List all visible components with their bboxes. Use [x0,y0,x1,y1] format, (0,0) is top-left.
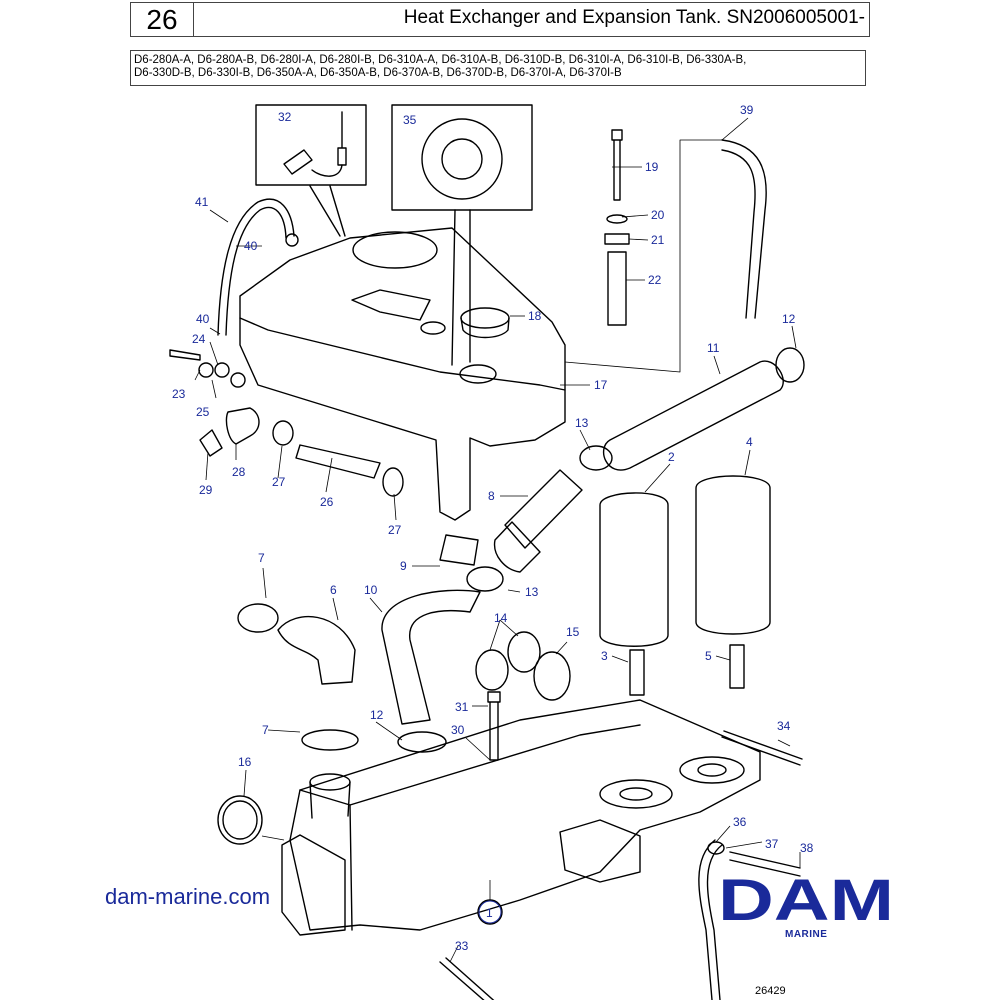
inset-box-sensor [255,104,367,186]
callout-30: 30 [451,723,465,737]
callout-13a: 13 [575,416,589,430]
hose-10 [381,589,481,725]
callout-41: 41 [195,195,209,209]
filler-cap [460,307,510,329]
callout-13b: 13 [525,585,539,599]
callout-7b: 7 [262,723,269,737]
callout-10: 10 [364,583,378,597]
callout-15: 15 [566,625,580,639]
bolt-23 [169,349,201,361]
callout-12b: 12 [370,708,384,722]
hose-41 [217,198,295,336]
callout-19: 19 [645,160,659,174]
callout-21: 21 [651,233,665,247]
filler-cap-face [421,118,503,200]
model-list-line-2: D6-330D-B, D6-330I-B, D6-350A-A, D6-350A… [134,67,622,79]
callout-28: 28 [232,465,246,479]
website-text: dam-marine.com [105,884,271,909]
sensor-part [337,111,347,166]
callout-40b: 40 [196,312,210,326]
callout-12a: 12 [782,312,796,326]
hose-11 [602,360,784,471]
zinc-tube-4 [695,475,771,635]
callout-39: 39 [740,103,754,117]
callout-40a: 40 [244,239,258,253]
o-ring-16 [217,795,263,845]
page-title: Heat Exchanger and Expansion Tank. SN200… [403,7,865,28]
callout-1-ring [478,900,502,924]
callout-26: 26 [320,495,334,509]
page-header: 26 Heat Exchanger and Expansion Tank. SN… [130,2,870,37]
callout-20: 20 [651,208,665,222]
callout-25: 25 [196,405,210,419]
callout-8: 8 [488,489,495,503]
callout-27b: 27 [388,523,402,537]
callout-33: 33 [455,939,469,953]
callout-18: 18 [528,309,542,323]
hose-39 [721,139,767,319]
callout-38: 38 [800,841,814,855]
callout-29: 29 [199,483,213,497]
dam-logo: DAM [718,872,894,928]
pipe-8 [504,469,583,549]
callout-27a: 27 [272,475,286,489]
model-list-line-1: D6-280A-A, D6-280A-B, D6-280I-A, D6-280I… [134,54,747,66]
callout-7a: 7 [258,551,265,565]
callout-23: 23 [172,387,186,401]
drawing-reference: 26429 [755,985,786,997]
logo-text: DAM [718,872,894,928]
callout-34: 34 [777,719,791,733]
callout-1: 1 [486,906,493,920]
expansion-tank [239,227,566,521]
callout-24: 24 [192,332,206,346]
callout-11: 11 [707,341,720,355]
callout-3: 3 [601,649,608,663]
callout-4: 4 [746,435,753,449]
callout-17: 17 [594,378,608,392]
callout-37: 37 [765,837,779,851]
model-list: D6-280A-A, D6-280A-B, D6-280I-A, D6-280I… [130,50,866,86]
callout-6: 6 [330,583,337,597]
callout-35: 35 [403,113,417,127]
callout-5: 5 [705,649,712,663]
spacer-22 [607,251,627,326]
callout-2: 2 [668,450,675,464]
page-number: 26 [131,3,194,36]
callout-22: 22 [648,273,662,287]
callout-16: 16 [238,755,252,769]
heat-exchanger [289,699,761,931]
hose-26 [295,444,381,479]
callout-32: 32 [278,110,292,124]
callout-9: 9 [400,559,407,573]
callout-14: 14 [494,611,508,625]
hose-6 [277,615,356,685]
zinc-tube-2 [599,492,669,647]
inset-box-cap [391,104,533,211]
callout-36: 36 [733,815,747,829]
callout-31: 31 [455,700,469,714]
logo-subtitle: MARINE [785,929,828,940]
